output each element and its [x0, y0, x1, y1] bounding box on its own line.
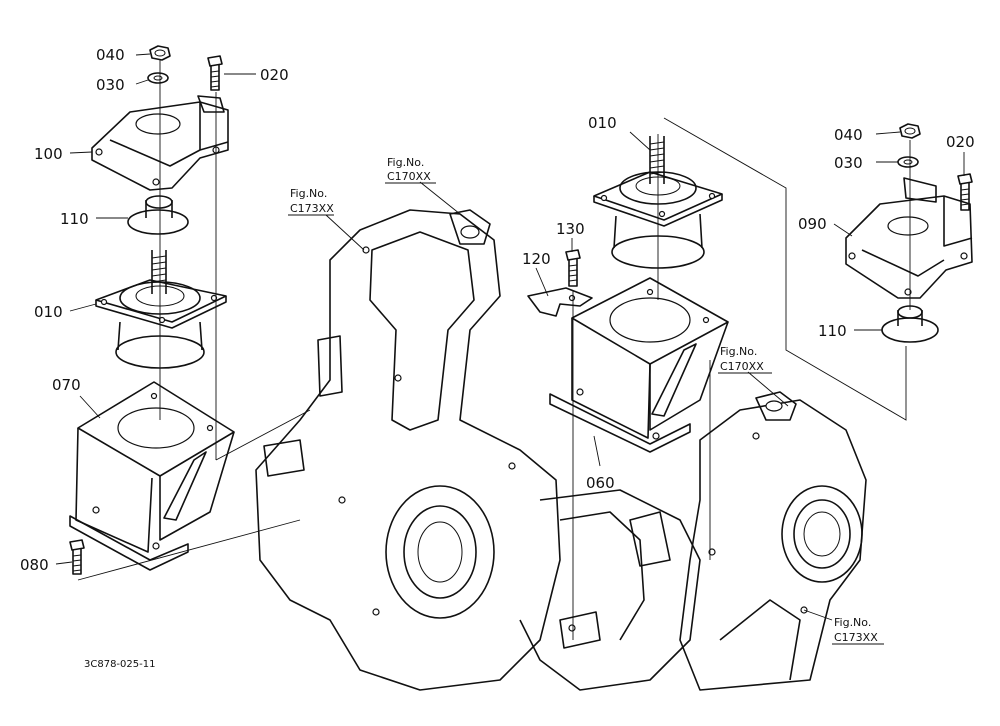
right-housing-outline [679, 391, 867, 691]
figure-ref-1-line2: C173XX [290, 202, 334, 215]
figure-ref-3-line2: C170XX [720, 360, 764, 373]
bolt-080 [69, 539, 85, 575]
washer-030-right [897, 156, 919, 168]
bolt-020-right [957, 173, 973, 211]
figure-ref-3-line1: Fig.No. [720, 345, 757, 358]
figure-ref-c170xx-top: Fig.No. C170XX [385, 156, 436, 184]
figure-ref-1-line1: Fig.No. [290, 187, 327, 200]
callout-130: 130 [556, 220, 585, 238]
callout-100: 100 [34, 145, 63, 163]
callout-070: 070 [52, 376, 81, 394]
callout-030-right: 030 [834, 154, 863, 172]
figure-ref-4-line2: C173XX [834, 631, 878, 644]
callout-120: 120 [522, 250, 551, 268]
support-bracket-060 [549, 277, 729, 453]
figure-ref-c173xx-bottom: Fig.No. C173XX [832, 616, 884, 645]
right-mount-assembly [845, 123, 973, 343]
support-bracket-070 [69, 381, 235, 571]
figure-ref-2-line2: C170XX [387, 170, 431, 183]
nut-040-right [899, 123, 921, 139]
bracket-100 [91, 95, 229, 191]
figure-references: Fig.No. C173XX Fig.No. C170XX Fig.No. C1… [288, 156, 884, 645]
bolt-130 [565, 249, 581, 287]
transmission-case-outline [255, 209, 701, 691]
callout-090: 090 [798, 215, 827, 233]
callout-040-left: 040 [96, 46, 125, 64]
callout-110-left: 110 [60, 210, 89, 228]
callout-020-left: 020 [260, 66, 289, 84]
callout-030-left: 030 [96, 76, 125, 94]
callout-010-left: 010 [34, 303, 63, 321]
callout-010-center: 010 [588, 114, 617, 132]
callout-110-right: 110 [818, 322, 847, 340]
rubber-mount-010-left [95, 250, 227, 369]
center-mount-assembly [527, 117, 907, 640]
callout-060: 060 [586, 474, 615, 492]
figure-ref-c173xx-left: Fig.No. C173XX [288, 187, 334, 216]
bolt-020-left [207, 55, 223, 91]
left-mount-assembly [69, 45, 311, 581]
bracket-090 [845, 177, 973, 299]
callout-080: 080 [20, 556, 49, 574]
figure-ref-c170xx-right: Fig.No. C170XX [718, 345, 772, 374]
callout-leaders [55, 53, 965, 621]
spacer-110-right [881, 305, 939, 343]
figure-ref-4-line1: Fig.No. [834, 616, 871, 629]
drawing-id: 3C878-025-11 [84, 659, 155, 670]
figure-ref-2-line1: Fig.No. [387, 156, 424, 169]
callout-labels: 040 030 020 100 110 010 070 080 010 130 … [20, 46, 975, 574]
nut-040-left [149, 45, 171, 61]
washer-030-left [147, 72, 169, 84]
callout-020-right: 020 [946, 133, 975, 151]
spacer-110-left [127, 195, 189, 235]
callout-040-right: 040 [834, 126, 863, 144]
